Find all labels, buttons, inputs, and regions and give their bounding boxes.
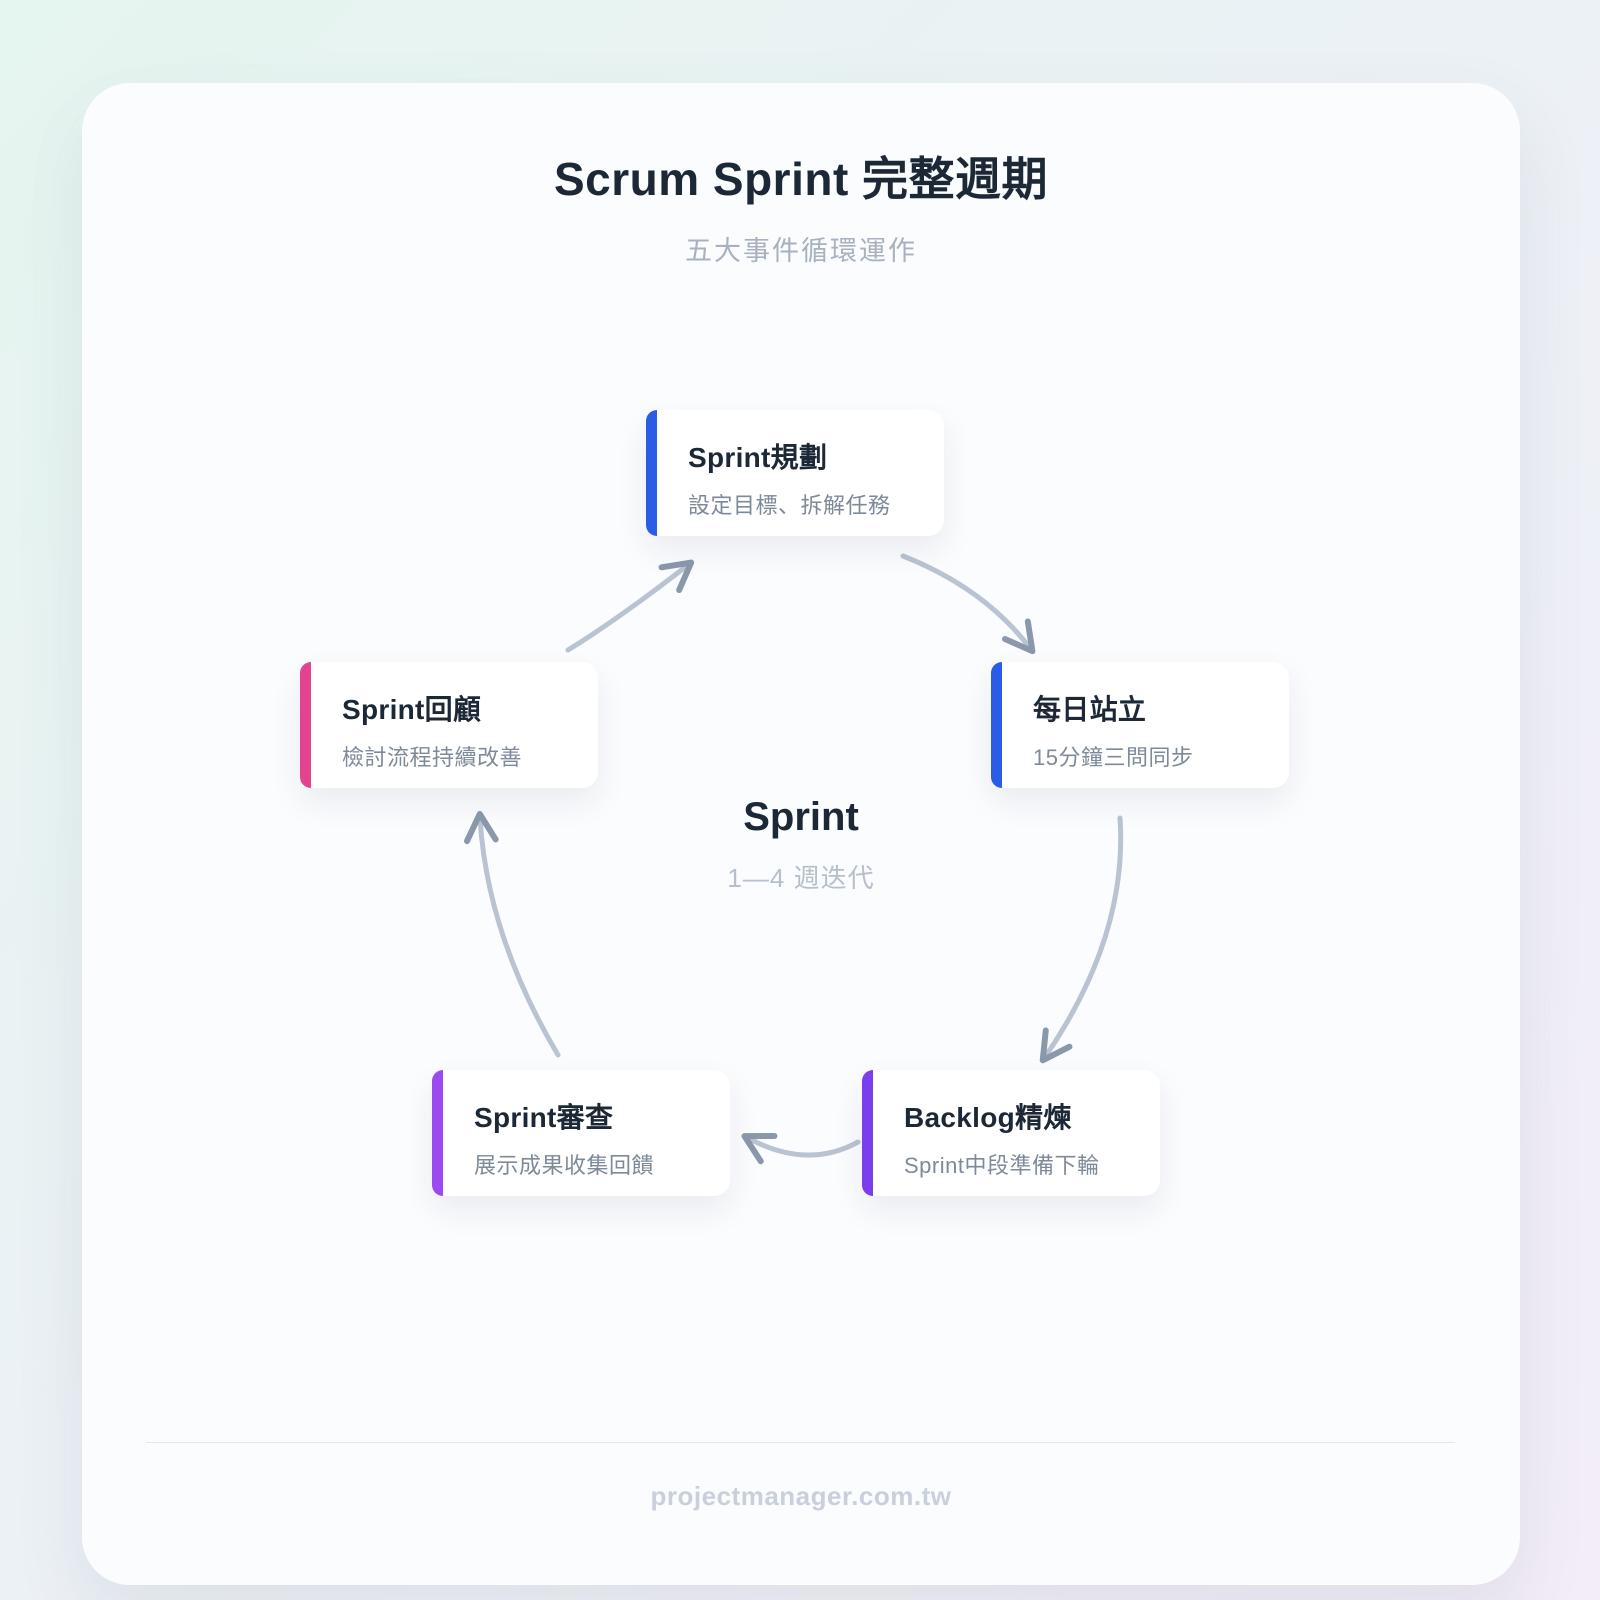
arrow-refinement-to-review-head: [741, 1133, 778, 1165]
card-sprint-review: Sprint審查 展示成果收集回饋: [432, 1070, 730, 1196]
card-backlog-refinement: Backlog精煉 Sprint中段準備下輪: [862, 1070, 1160, 1196]
arrow-retro-to-planning-head: [658, 559, 695, 594]
cycle-arrows-layer: [463, 553, 1124, 1165]
arrow-daily-to-refinement: [1039, 815, 1124, 1064]
card-body: 每日站立 15分鐘三問同步: [1033, 688, 1273, 772]
card-body: Backlog精煉 Sprint中段準備下輪: [904, 1096, 1144, 1180]
accent-bar-review: [432, 1070, 443, 1196]
card-daily-standup: 每日站立 15分鐘三問同步: [991, 662, 1289, 788]
cycle-center-subtitle: 1—4 週迭代: [727, 863, 875, 893]
card-sprint-planning: Sprint規劃 設定目標、拆解任務: [646, 410, 944, 536]
card-title-refinement: Backlog精煉: [904, 1102, 1072, 1133]
cycle-center-label: Sprint 1—4 週迭代: [727, 795, 874, 895]
header: Scrum Sprint 完整週期 五大事件循環運作: [82, 143, 1520, 268]
card-body: Sprint審查 展示成果收集回饋: [474, 1096, 714, 1180]
card-desc-planning: 設定目標、拆解任務: [688, 493, 891, 518]
arrow-review-to-retro: [463, 811, 561, 1058]
card-desc-refinement: Sprint中段準備下輪: [904, 1153, 1100, 1178]
footer-divider: [146, 1442, 1455, 1443]
arrow-planning-to-daily: [900, 553, 1036, 655]
accent-bar-refinement: [862, 1070, 873, 1196]
infographic-panel: Scrum Sprint 完整週期 五大事件循環運作 Sprint規劃 設定目標…: [82, 83, 1520, 1585]
arrow-daily-to-refinement-head: [1039, 1027, 1073, 1064]
card-title-planning: Sprint規劃: [688, 442, 828, 473]
card-title-review: Sprint審查: [474, 1102, 614, 1133]
arrow-refinement-to-review: [741, 1133, 861, 1165]
card-desc-review: 展示成果收集回饋: [474, 1153, 655, 1178]
card-body: Sprint規劃 設定目標、拆解任務: [688, 436, 928, 520]
cycle-center-title: Sprint: [743, 795, 859, 839]
accent-bar-daily: [991, 662, 1002, 788]
card-body: Sprint回顧 檢討流程持續改善: [342, 688, 582, 772]
accent-bar-planning: [646, 410, 657, 536]
arrow-planning-to-daily-head: [1002, 618, 1036, 655]
page-title: Scrum Sprint 完整週期: [553, 153, 1049, 205]
arrow-retro-to-planning: [565, 559, 695, 653]
card-title-retro: Sprint回顧: [342, 694, 482, 725]
footer-watermark: projectmanager.com.tw: [650, 1481, 952, 1511]
card-title-daily: 每日站立: [1033, 694, 1147, 725]
page-subtitle: 五大事件循環運作: [685, 236, 917, 266]
arrow-review-to-retro-head: [463, 811, 499, 845]
card-desc-retro: 檢討流程持續改善: [342, 745, 523, 770]
accent-bar-retro: [300, 662, 311, 788]
card-sprint-retrospective: Sprint回顧 檢討流程持續改善: [300, 662, 598, 788]
card-desc-daily: 15分鐘三問同步: [1033, 745, 1194, 770]
